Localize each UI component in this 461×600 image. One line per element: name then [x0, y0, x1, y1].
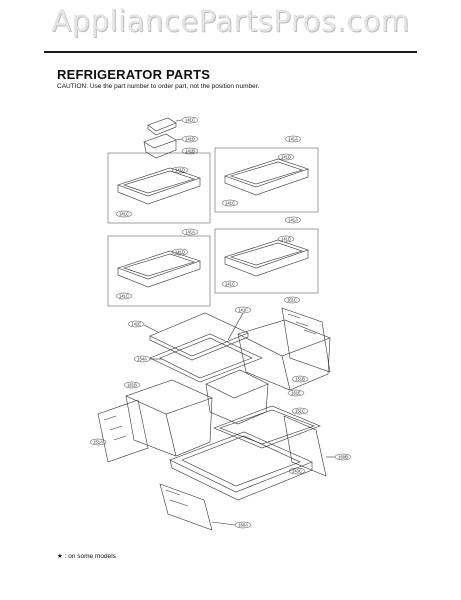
callout-141d-middle-left: 141D: [171, 248, 189, 256]
svg-text:141D: 141D: [281, 237, 291, 242]
callout-161c: 161C: [283, 296, 301, 304]
footnote: ★ : on some models: [57, 553, 116, 560]
callout-141c-top-right: 141C: [221, 199, 239, 207]
callout-141a-middle-right: 141A: [284, 216, 302, 224]
callout-141d-top-left: 141D: [171, 166, 189, 174]
callout-141f: 141F: [227, 306, 252, 341]
svg-text:151B: 151B: [295, 377, 305, 382]
callout-161e: 161E: [287, 389, 305, 397]
svg-text:141C: 141C: [225, 201, 235, 206]
callout-154a: 154A: [133, 355, 162, 363]
callout-141d-middle-right: 141D: [277, 235, 295, 243]
callout-141d-top-right: 141D: [277, 153, 295, 161]
svg-text:160B: 160B: [338, 455, 348, 460]
callout-160b: 160B: [326, 453, 352, 461]
callout-141e: 141E: [127, 320, 159, 333]
shelf-box-middle-right: [214, 228, 319, 294]
svg-text:161B: 161B: [127, 383, 137, 388]
callout-151c: 151C: [291, 407, 309, 415]
egg-tray-part: [147, 117, 177, 136]
svg-text:141D: 141D: [185, 137, 195, 142]
callout-141a-top-right: 141A: [284, 135, 302, 143]
svg-text:141A: 141A: [288, 137, 298, 142]
callout-141c-top-left: 141C: [115, 210, 133, 218]
watermark: AppliancePartsPros.com: [51, 4, 410, 38]
svg-text:161E: 161E: [291, 391, 301, 396]
callout-141d-bin: 141D: [175, 135, 199, 143]
svg-text:141E: 141E: [131, 322, 141, 327]
svg-text:141A: 141A: [185, 230, 195, 235]
callout-151b: 151B: [291, 375, 309, 383]
side-rail-left: [97, 399, 149, 463]
svg-text:161C: 161C: [287, 298, 297, 303]
callout-143c: 143C: [288, 467, 306, 475]
svg-text:151C: 151C: [295, 409, 305, 414]
svg-text:160A: 160A: [238, 523, 248, 528]
svg-text:141C: 141C: [225, 282, 235, 287]
center-drawer-part: [205, 369, 269, 425]
svg-text:143C: 143C: [292, 469, 302, 474]
callout-161b: 161B: [123, 381, 141, 389]
svg-text:151A: 151A: [93, 440, 103, 445]
callout-141a-middle-left: 141A: [181, 228, 199, 236]
side-rail-right: [281, 307, 331, 373]
right-wall-panel: [283, 415, 327, 477]
small-bin-part: [143, 133, 177, 159]
crisper-cover-part: [149, 312, 249, 361]
shelf-box-middle-left: [107, 235, 211, 307]
svg-text:154A: 154A: [137, 357, 147, 362]
header-rule: [44, 51, 417, 53]
svg-text:141C: 141C: [119, 294, 129, 299]
bottom-pan-part: [169, 431, 313, 501]
svg-text:141D: 141D: [281, 155, 291, 160]
caution-note: CAUTION: Use the part number to order pa…: [57, 83, 260, 90]
mid-frame-part: [213, 405, 321, 449]
callout-160a: 160A: [211, 521, 252, 529]
callout-141c-middle-left: 141C: [115, 292, 133, 300]
callout-141b-top-left: 141B: [181, 147, 199, 155]
shelf-box-top-left: [107, 152, 211, 224]
svg-text:141C: 141C: [119, 212, 129, 217]
callout-141c-middle-right: 141C: [221, 280, 239, 288]
svg-text:141D: 141D: [175, 168, 185, 173]
shelf-box-top-right: [214, 147, 319, 213]
callout-151a: 151A: [89, 438, 107, 446]
callout-141c-tray: 141C: [175, 116, 199, 124]
bottom-cover-part: [159, 483, 213, 531]
crisper-drawer-left: [125, 379, 213, 457]
page-title: REFRIGERATOR PARTS: [57, 67, 211, 82]
cover-frame-part: [149, 333, 263, 383]
svg-text:141D: 141D: [175, 250, 185, 255]
crisper-drawer-right: [237, 319, 331, 391]
svg-text:141A: 141A: [288, 218, 298, 223]
svg-text:141F: 141F: [238, 308, 248, 313]
svg-text:141B: 141B: [185, 149, 195, 154]
svg-text:141C: 141C: [185, 118, 195, 123]
